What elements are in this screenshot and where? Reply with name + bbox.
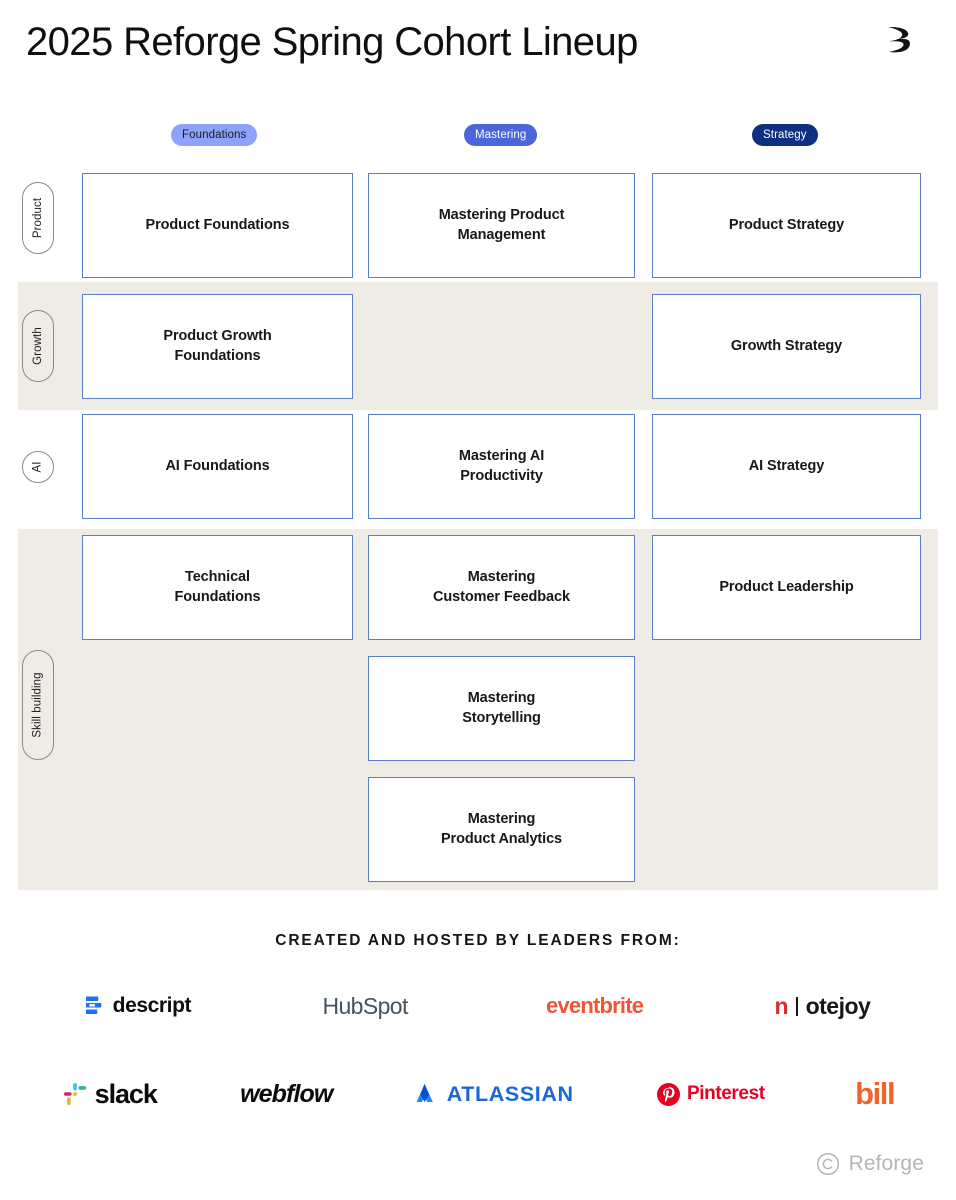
course-card-technical-foundations[interactable]: Technical Foundations [82,535,353,640]
logo-pinterest-text: Pinterest [686,1083,765,1104]
slack-icon [63,1083,86,1105]
logo-atlassian-text: ATLASSIAN [446,1081,574,1106]
row-label-growth: Growth [22,310,54,382]
logo-descript-text: descript [112,994,192,1017]
course-card-mastering-product-management[interactable]: Mastering Product Management [368,173,635,278]
course-card-product-foundations[interactable]: Product Foundations [82,173,353,278]
notejoy-divider-icon [796,996,798,1016]
logo-eventbrite: eventbrite [546,985,644,1027]
course-card-product-strategy[interactable]: Product Strategy [652,173,921,278]
column-pill-strategy[interactable]: Strategy [752,124,818,146]
course-card-label: Mastering Customer Feedback [433,569,570,605]
course-card-label: Mastering Product Analytics [440,811,563,847]
footer-brand: Reforge [816,1152,924,1176]
atlassian-icon [416,1084,433,1102]
course-card-label: Product Strategy [728,216,845,233]
course-card-growth-strategy[interactable]: Growth Strategy [652,294,921,399]
logo-eventbrite-text: eventbrite [546,993,644,1018]
course-card-label: Product Growth Foundations [163,328,272,364]
partner-logos-section: CREATED AND HOSTED BY LEADERS FROM: desc… [0,890,956,1140]
course-card-label: Mastering AI Productivity [458,448,545,484]
row-label-skill-building-text: Skill building [32,672,45,738]
course-card-product-leadership[interactable]: Product Leadership [652,535,921,640]
logo-slack-text: slack [94,1078,158,1109]
course-card-label: AI Foundations [165,457,270,474]
row-label-product: Product [22,182,54,254]
descript-icon [85,996,102,1014]
header: 2025 Reforge Spring Cohort Lineup [0,0,956,100]
logo-notejoy-text-rest: otejoy [805,992,871,1019]
course-card-mastering-storytelling[interactable]: Mastering Storytelling [368,656,635,761]
course-card-mastering-ai-productivity[interactable]: Mastering AI Productivity [368,414,635,519]
column-pill-foundations[interactable]: Foundations [171,124,258,146]
course-card-label: Product Foundations [145,216,290,233]
logo-pinterest: Pinterest [656,1073,765,1115]
logo-bill-text: bill [855,1076,896,1111]
course-card-ai-foundations[interactable]: AI Foundations [82,414,353,519]
reforge-logo-icon [880,20,918,58]
pinterest-icon [656,1082,680,1106]
logo-notejoy-text-n: n [774,992,789,1019]
page-title: 2025 Reforge Spring Cohort Lineup [26,20,638,64]
course-card-label: AI Strategy [748,457,825,474]
logo-descript: descript [85,985,192,1027]
logo-hubspot: HubSpot [322,985,414,1027]
course-card-label: Mastering Storytelling [462,690,541,726]
logo-bill: bill [848,1073,896,1115]
logo-slack: slack [62,1073,158,1115]
course-card-label: Mastering Product Management [438,207,565,243]
logo-atlassian: ATLASSIAN [416,1073,574,1115]
column-pill-mastering[interactable]: Mastering [464,124,538,146]
row-label-skill-building: Skill building [22,650,54,760]
course-card-label: Technical Foundations [174,569,261,605]
course-card-mastering-product-analytics[interactable]: Mastering Product Analytics [368,777,635,882]
row-label-ai-text: AI [31,461,44,473]
column-header-pills: Foundations Mastering Strategy [0,124,956,148]
course-card-ai-strategy[interactable]: AI Strategy [652,414,921,519]
course-card-mastering-customer-feedback[interactable]: Mastering Customer Feedback [368,535,635,640]
logo-row-bottom: slack webflow ATLASSIAN Pinterest [20,1066,936,1122]
row-label-growth-text: Growth [32,327,45,365]
logos-heading: CREATED AND HOSTED BY LEADERS FROM: [275,932,681,949]
logo-webflow: webflow [240,1073,333,1115]
footer-brand-text: Reforge [848,1152,924,1175]
logo-hubspot-text: HubSpot [322,992,408,1019]
course-card-product-growth-foundations[interactable]: Product Growth Foundations [82,294,353,399]
course-card-label: Growth Strategy [730,337,843,354]
row-label-product-text: Product [32,197,44,239]
course-matrix: Product Growth AI Skill building Product… [0,160,956,890]
copyright-icon [816,1152,839,1176]
logo-webflow-text: webflow [240,1079,333,1108]
course-card-label: Product Leadership [719,578,854,595]
row-label-ai: AI [22,451,54,483]
